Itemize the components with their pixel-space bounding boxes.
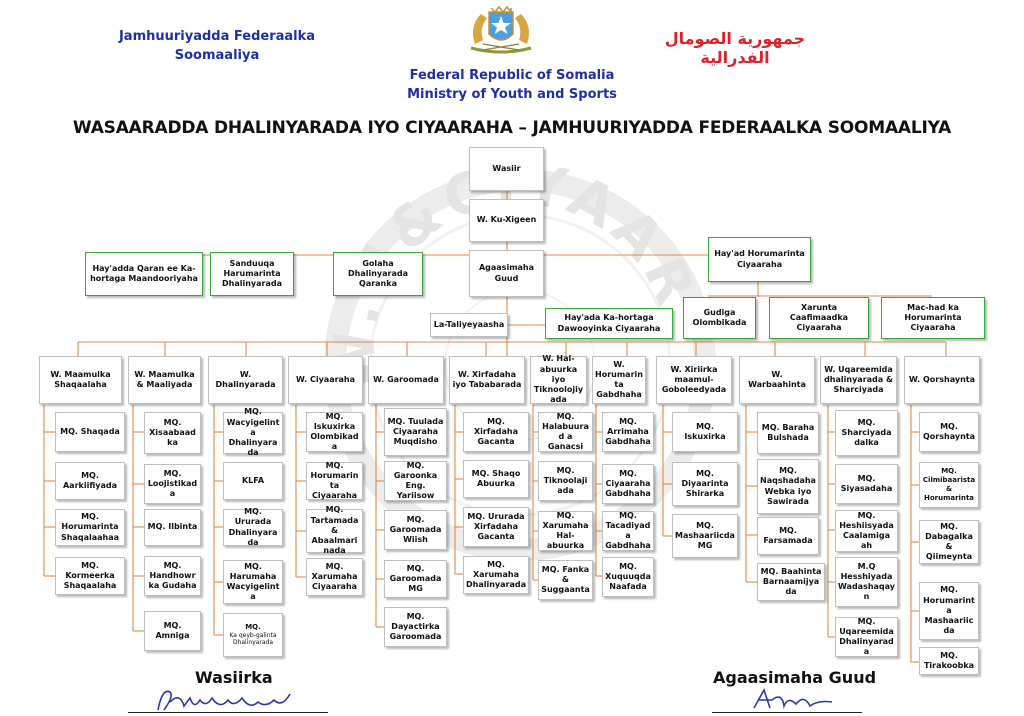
dept-uqareemida: W. Uqareemida dhalinyarada & Sharciyada: [820, 356, 897, 404]
unit-sublabel: Ka qeyb-galinta Dhalinyarada: [229, 631, 277, 647]
unit-box: MQ. Shaqo Abuurka: [463, 460, 529, 498]
unit-box: MQ. Handhowrka Gudaha: [144, 556, 201, 596]
unit-box: MQ. Fanka & Suggaanta: [538, 560, 593, 600]
ku-xigeen-box: W. Ku-Xigeen: [469, 199, 544, 242]
unit-box: MQ. Loojistikada: [144, 464, 201, 504]
unit-box: MQ. Ururada Dhalinyarada: [223, 507, 283, 547]
unit-box: MQ. Ururada Xirfadaha Gacanta: [463, 507, 529, 547]
signature-line-left: [128, 712, 328, 713]
agency-sanduuqa: Sanduuqa Harumarinta Dhalinyarada: [210, 252, 294, 296]
unit-box: MQ. Harumaha Wacyigelinta: [223, 560, 283, 604]
unit-box: MQ. Garoonka Eng. Yariisow: [384, 461, 447, 501]
unit-box: MQ. Farsamada: [757, 517, 819, 555]
unit-box: MQ. Uqareemida Dhalinyarada: [835, 617, 898, 657]
dept-qorshaynta: W. Qorshaynta: [904, 356, 980, 404]
header-right-line1: جمهورية الصومال: [664, 29, 806, 48]
dept-warbaahinta: W. Warbaahinta: [739, 356, 815, 404]
unit-box: MQ. Ilbinta: [144, 509, 201, 546]
signature-wasiirka-icon: [157, 690, 291, 711]
unit-box: MQ. Heshiisyada Caalamiga ah: [835, 510, 898, 552]
unit-box: MQ. Sharciyada dalka: [835, 410, 898, 456]
unit-box: MQ. Halabuurad a Ganacsi: [538, 412, 593, 452]
header-center-line1: Federal Republic of Somalia: [409, 68, 615, 83]
agency-golaha: Golaha Dhalinyarada Qaranka: [333, 252, 423, 296]
unit-box: MQ. Ka qeyb-galinta Dhalinyarada: [223, 613, 283, 657]
agency-horumarinta-ciyaaraha: Hay'ad Horumarinta Ciyaaraha: [708, 237, 811, 282]
unit-box: MQ. Xuquuqda Naafada: [602, 557, 654, 597]
unit-box: MQ. Baraha Bulshada: [757, 412, 819, 454]
unit-box: MQ. Iskuxirka Olombikada: [306, 412, 363, 452]
agency-machad: Mac-had ka Horumarinta Ciyaaraha: [881, 297, 985, 339]
unit-box: MQ. Siyasadaha: [835, 464, 898, 504]
somalia-coat-of-arms-icon: [470, 5, 532, 54]
header-left-line1: Jamhuuriyadda Federaalka: [118, 29, 316, 44]
agency-gudiga-olombikada: Gudiga Olombikada: [683, 297, 756, 339]
header-center-line2: Ministry of Youth and Sports: [407, 87, 617, 102]
unit-box: MQ. Horumarinta Mashaariicda: [919, 582, 979, 640]
signature-label-wasiirka: Wasiirka: [195, 668, 273, 687]
unit-box: MQ. Dayactirka Garoomada: [384, 607, 447, 647]
unit-box: MQ. Ciyaaraha Gabdhaha: [602, 464, 654, 504]
unit-label: MQ.: [245, 623, 261, 632]
unit-box: MQ. Arrimaha Gabdhaha: [602, 412, 654, 452]
dept-horumarinta-gabdhaha: W. Horumarinta Gabdhaha: [592, 356, 646, 404]
unit-box: MQ. Tiknoolajiada: [538, 461, 593, 501]
header-center: Federal Republic of Somalia Ministry of …: [397, 66, 627, 104]
unit-box: MQ. Diyaarinta Shirarka: [672, 462, 738, 506]
signature-agaasimaha-icon: [753, 688, 833, 710]
header-right: جمهورية الصومال الفدرالية: [640, 29, 830, 67]
dept-maamulka-shaqaalaha: W. Maamulka Shaqaalaha: [39, 356, 122, 404]
unit-box: MQ. Horumarinta Ciyaaraha: [306, 461, 363, 500]
agency-maandooriyaha: Hay'adda Qaran ee Ka-hortaga Maandooriya…: [85, 252, 203, 296]
unit-box: MQ. Qorshaynta: [919, 412, 979, 452]
dept-xirfadaha: W. Xirfadaha iyo Tababarada: [449, 356, 525, 404]
unit-box: MQ. Naqshadaha Webka iyo Sawirada: [757, 459, 819, 514]
dept-garoomada: W. Garoomada: [368, 356, 444, 404]
dept-dhalinyarada: W. Dhalinyarada: [208, 356, 283, 404]
unit-box: MQ. Xisaabaadka: [144, 412, 201, 454]
unit-box: MQ. Xarumaha Hal-abuurka: [538, 511, 593, 551]
page-title: WASAARADDA DHALINYARADA IYO CIYAARAHA – …: [72, 118, 952, 138]
agency-xarunta-caafimaadka: Xarunta Caafimaadka Ciyaaraha: [769, 297, 869, 339]
dept-xiriirka: W. Xiriirka maamul-Goboleedyada: [656, 356, 732, 404]
la-taliyeyaasha-box: La-Taliyeyaasha: [430, 313, 508, 337]
unit-box: MQ. Wacyigelinta Dhalinyarada: [223, 407, 283, 457]
dept-hal-abuurka: W. Hal-abuurka iyo Tiknoolojiyada: [530, 354, 587, 404]
unit-box: MQ. Tuulada Ciyaaraha Muqdisho: [384, 408, 447, 456]
header-left: Jamhuuriyadda Federaalka Soomaaliya: [112, 27, 322, 65]
signature-line-right: [712, 712, 862, 713]
header-right-line2: الفدرالية: [700, 48, 770, 67]
agency-dawooyinka: Hay'ada Ka-hortaga Dawooyinka Ciyaaraha: [545, 308, 673, 339]
unit-box: MQ. Cilmibaarista & Horumarinta: [919, 462, 979, 508]
header-left-line2: Soomaaliya: [174, 48, 260, 63]
unit-box: MQ. Shaqada: [55, 412, 125, 452]
unit-box: MQ. Baahinta Barnaamijyada: [757, 563, 825, 601]
unit-box: MQ. Iskuxirka: [672, 412, 738, 452]
unit-box: MQ. Garoomada Wiish: [384, 510, 447, 550]
unit-box: MQ. Kormeerka Shaqaalaha: [55, 557, 125, 595]
unit-box: MQ. Horumarinta Shaqalaahaa: [55, 509, 125, 546]
unit-box: KLFA: [223, 462, 283, 500]
unit-box: MQ. Amniga: [144, 611, 201, 651]
signature-label-agaasimaha: Agaasimaha Guud: [713, 668, 877, 687]
unit-box: MQ. Xirfadaha Gacanta: [463, 412, 529, 452]
wasiir-box: Wasiir: [469, 147, 544, 191]
unit-box: MQ. Tirakoobka: [919, 647, 979, 675]
unit-box: M.Q Hesshiyada Wadashaqayn: [835, 557, 898, 607]
agaasimaha-box: Agaasimaha Guud: [469, 250, 544, 297]
dept-maamulka-maaliyada: W. Maamulka & Maaliyada: [128, 356, 201, 404]
unit-box: MQ. Xarumaha Dhalinyarada: [463, 556, 529, 594]
dept-ciyaaraha: W. Ciyaaraha: [288, 356, 363, 404]
unit-box: MQ. Mashaariicda MG: [672, 514, 738, 558]
unit-box: MQ. Dabagalka & Qiimeynta: [919, 520, 979, 564]
unit-box: MQ. Xarumaha Ciyaaraha: [306, 558, 363, 596]
unit-box: MQ. Garoomada MG: [384, 560, 447, 598]
unit-box: MQ. Tartamada & Abaalmarinada: [306, 505, 363, 555]
unit-box: MQ. Tacadiyada Gabdhaha: [602, 511, 654, 551]
unit-box: MQ. Aarkiifiyada: [55, 462, 125, 500]
